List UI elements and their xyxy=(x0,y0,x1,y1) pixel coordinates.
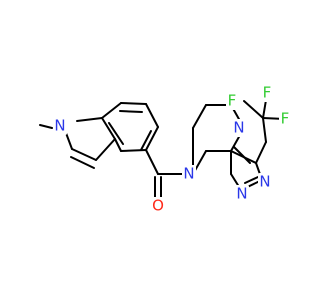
fluorine-right-bg xyxy=(279,110,291,128)
carbonyl-linker xyxy=(145,149,185,202)
indole-n-bg xyxy=(53,117,67,135)
benzene-double-bond-1 xyxy=(119,110,143,113)
benzene-bond-6 xyxy=(114,138,122,152)
fluorine-top-bg xyxy=(261,84,273,102)
amide-n-label: N xyxy=(183,165,194,183)
benzene-bond-5 xyxy=(120,149,147,152)
oxygen-label: O xyxy=(152,197,164,215)
benzene-bond-4 xyxy=(145,126,159,151)
aryl-carbonyl-bond xyxy=(145,149,159,175)
fluorine-left-label: F xyxy=(228,92,237,110)
triazole-double-bond-2 xyxy=(233,146,251,164)
triazole-to-cf3-bond xyxy=(255,141,267,164)
triazole-n-top-bg xyxy=(232,119,246,137)
fluorine-top-label: F xyxy=(263,84,272,102)
molecule-diagram: N O N N N N F F F xyxy=(39,83,291,215)
ring-bond-6 xyxy=(192,104,207,129)
indole-bond-1 xyxy=(65,132,73,150)
indole-bond-3 xyxy=(95,138,116,161)
triazole-n-bottom-bg xyxy=(235,185,249,203)
methyl-bond xyxy=(39,124,53,129)
indole-bond-2 xyxy=(71,148,97,161)
indole-bond-4 xyxy=(101,117,116,140)
indole-n-label: N xyxy=(54,117,65,135)
indole-ring xyxy=(39,102,159,169)
indole-double-bond-1 xyxy=(70,156,95,169)
atom-labels: N O N N N N F F F xyxy=(53,84,291,215)
benzene-double-bond-3 xyxy=(108,122,124,145)
benzene-bond-1 xyxy=(101,102,122,119)
cf3-carbon-bond xyxy=(262,117,267,143)
triazole-n-right-bg xyxy=(258,173,272,191)
fluorine-right-label: F xyxy=(281,110,290,128)
fluorine-left-bg xyxy=(226,92,238,110)
benzene-bond-3 xyxy=(145,103,159,128)
triazole-n-top-label: N xyxy=(233,119,244,137)
indole-bond-5 xyxy=(76,117,103,122)
oxygen-bg xyxy=(151,197,165,215)
cf3-left-bond xyxy=(243,100,264,119)
triazole-n-right-label: N xyxy=(259,173,270,191)
benzene-bond-2 xyxy=(120,102,147,105)
structure-canvas: N O N N N N F F F xyxy=(39,84,291,215)
triazole-n-bottom-label: N xyxy=(236,185,247,203)
benzene-double-bond-2 xyxy=(140,130,152,151)
triazole-double-bond xyxy=(244,176,259,184)
amide-n-bg xyxy=(182,165,196,183)
